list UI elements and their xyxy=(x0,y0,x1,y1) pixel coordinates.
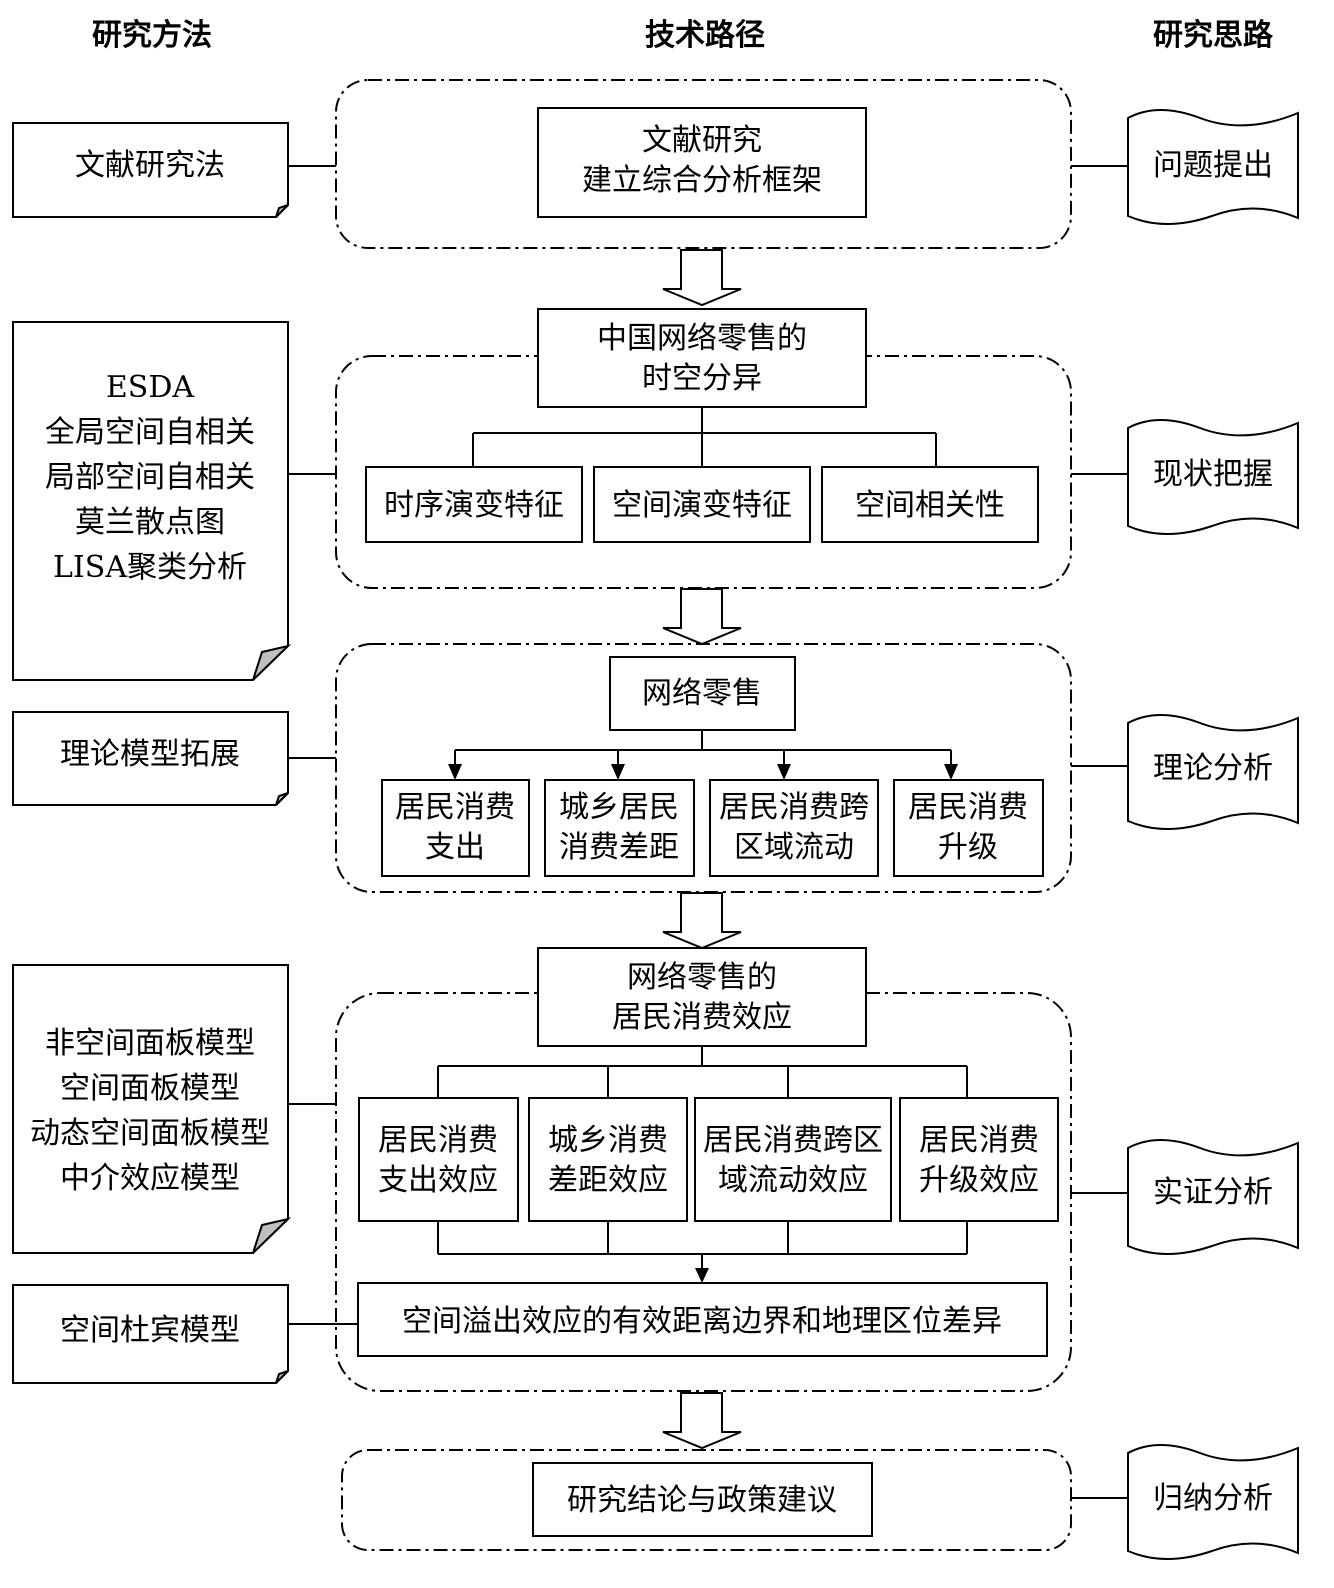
method-box-5: 空间杜宾模型 xyxy=(12,1284,289,1384)
stage-3-arrowhead-3 xyxy=(777,764,791,780)
stage-2-tree-lines xyxy=(472,407,937,467)
method-2-line-4: 莫兰散点图 xyxy=(75,505,225,540)
idea-3-label: 理论分析 xyxy=(1153,751,1273,786)
idea-box-3: 理论分析 xyxy=(1127,714,1299,830)
stage-4-child-2-line-1: 城乡消费 xyxy=(548,1123,668,1158)
idea-box-4: 实证分析 xyxy=(1127,1139,1299,1255)
method-2-line-5: LISA聚类分析 xyxy=(53,550,247,585)
method-4-line-3: 动态空间面板模型 xyxy=(30,1116,270,1151)
stage-1-box xyxy=(537,107,867,218)
stage-3-child-4-box xyxy=(893,779,1044,877)
stage-4-child-4-line-2: 升级效应 xyxy=(919,1163,1039,1198)
stage-4-arrowhead xyxy=(695,1268,709,1283)
stage-4-child-3-box xyxy=(694,1097,892,1222)
idea-box-1: 问题提出 xyxy=(1127,109,1299,225)
stage-4-child-1-line-1: 居民消费 xyxy=(378,1123,498,1158)
stage-2-child-2-box xyxy=(593,466,811,543)
idea-1-label: 问题提出 xyxy=(1153,148,1273,183)
stage-4-child-4-line-1: 居民消费 xyxy=(919,1123,1039,1158)
stage-3-child-3-line-1: 居民消费跨 xyxy=(719,790,869,825)
method-box-3: 理论模型拓展 xyxy=(12,711,289,806)
stage-3-child-1-line-1: 居民消费 xyxy=(395,790,515,825)
stage-3-title: 网络零售 xyxy=(642,676,762,711)
idea-4-label: 实证分析 xyxy=(1153,1175,1273,1210)
stage-5-group xyxy=(341,1449,1072,1551)
method-4-line-1: 非空间面板模型 xyxy=(45,1026,255,1061)
stage-4-bottom-label: 空间溢出效应的有效距离边界和地理区位差异 xyxy=(402,1304,1002,1339)
idea-box-5: 归纳分析 xyxy=(1127,1444,1299,1560)
stage-4-child-1-line-2: 支出效应 xyxy=(378,1163,498,1198)
method-2-line-3: 局部空间自相关 xyxy=(45,460,255,495)
stage-2-child-1-box xyxy=(365,466,583,543)
stage-3-arrowhead-1 xyxy=(448,764,462,780)
stage-3-arrowhead-2 xyxy=(611,764,625,780)
stage-3-title-box xyxy=(609,656,796,731)
stage-2-title-line-2: 时空分异 xyxy=(642,361,762,396)
stage-3-child-1-line-2: 支出 xyxy=(425,830,485,865)
method-2-line-1: ESDA xyxy=(106,370,195,405)
stage-5-box xyxy=(532,1462,873,1537)
stage-5-label: 研究结论与政策建议 xyxy=(567,1483,837,1518)
stage-3-child-3-line-2: 区域流动 xyxy=(734,830,854,865)
method-4-line-4: 中介效应模型 xyxy=(60,1161,240,1196)
method-1-line-1: 文献研究法 xyxy=(75,148,225,183)
stage-2-child-1-label: 时序演变特征 xyxy=(384,488,564,523)
stage-4-child-1-box xyxy=(358,1097,519,1222)
stage-4-title-box xyxy=(537,947,867,1047)
stage-3-child-2-line-2: 消费差距 xyxy=(559,830,679,865)
stage-4-tree-lines-top xyxy=(437,1046,968,1098)
stage-3-child-3-box xyxy=(709,779,879,877)
stage-4-tree-lines-bottom xyxy=(437,1221,968,1270)
stage-3-child-1-box xyxy=(381,779,530,877)
header-methods: 研究方法 xyxy=(92,18,212,53)
stage-4-child-4-box xyxy=(899,1097,1059,1222)
stage-2-child-2-label: 空间演变特征 xyxy=(612,488,792,523)
stage-4-child-3-line-1: 居民消费跨区 xyxy=(703,1123,883,1158)
stage-4-title-line-2: 居民消费效应 xyxy=(612,1000,792,1035)
stage-4-child-2-box xyxy=(528,1097,688,1222)
method-2-line-2: 全局空间自相关 xyxy=(45,415,255,450)
stage-4-child-3-line-2: 域流动效应 xyxy=(718,1163,868,1198)
method-5-line-1: 空间杜宾模型 xyxy=(60,1313,240,1348)
stage-2-title-line-1: 中国网络零售的 xyxy=(597,321,807,356)
method-4-line-2: 空间面板模型 xyxy=(60,1071,240,1106)
stage-2-child-3-box xyxy=(821,466,1039,543)
header-ideas: 研究思路 xyxy=(1153,18,1274,53)
flow-arrow-3 xyxy=(662,892,742,950)
flow-arrow-2 xyxy=(662,588,742,646)
stage-3-child-4-line-1: 居民消费 xyxy=(908,790,1028,825)
stage-1-line-1: 文献研究 xyxy=(642,123,762,158)
stage-4-bottom-box xyxy=(357,1282,1048,1357)
flow-arrow-1 xyxy=(662,249,742,307)
method-box-4: 非空间面板模型 空间面板模型 动态空间面板模型 中介效应模型 xyxy=(12,964,292,1254)
method-3-line-1: 理论模型拓展 xyxy=(60,737,240,772)
stage-1-group xyxy=(335,79,1072,249)
idea-5-label: 归纳分析 xyxy=(1153,1481,1273,1516)
stage-3-child-2-line-1: 城乡居民 xyxy=(559,790,679,825)
stage-3-arrowhead-4 xyxy=(944,764,958,780)
stage-3-tree-lines xyxy=(454,730,952,766)
idea-box-2: 现状把握 xyxy=(1127,419,1299,535)
stage-1-line-2: 建立综合分析框架 xyxy=(582,163,822,198)
stage-2-child-3-label: 空间相关性 xyxy=(855,488,1005,523)
stage-3-child-4-line-2: 升级 xyxy=(938,830,998,865)
header-path: 技术路径 xyxy=(645,18,765,53)
stage-3-child-2-box xyxy=(544,779,695,877)
idea-2-label: 现状把握 xyxy=(1153,457,1273,492)
stage-4-title-line-1: 网络零售的 xyxy=(627,960,777,995)
flow-arrow-4 xyxy=(662,1392,742,1450)
stage-4-child-2-line-2: 差距效应 xyxy=(548,1163,668,1198)
method-box-2: ESDA 全局空间自相关 局部空间自相关 莫兰散点图 LISA聚类分析 xyxy=(12,321,292,681)
method-box-1: 文献研究法 xyxy=(12,122,289,218)
